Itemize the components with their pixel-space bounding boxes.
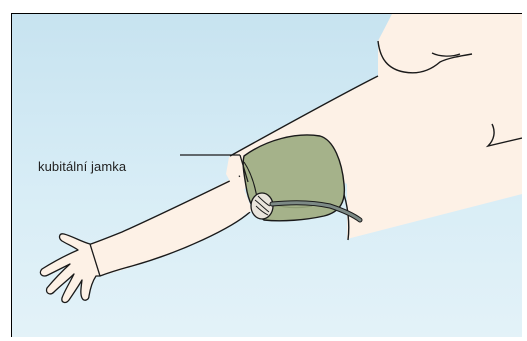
illustration-panel: kubitální jamka xyxy=(11,13,522,337)
arm-illustration xyxy=(12,14,522,337)
forearm-skin xyxy=(90,174,248,276)
cubital-fossa-label: kubitální jamka xyxy=(38,159,126,174)
